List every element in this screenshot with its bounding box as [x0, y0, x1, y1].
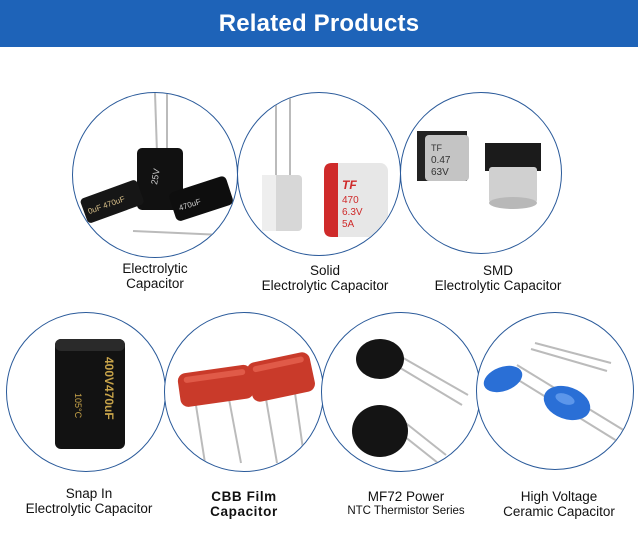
electrolytic-capacitor-image: 25V 0uF 470uF 470uF: [80, 93, 233, 236]
solid-capacitor-image: TF 470 6.3V 5A: [262, 93, 388, 237]
smd-capacitor-image: TF 0.47 63V: [417, 131, 541, 209]
svg-text:TF: TF: [342, 178, 357, 192]
product-label: Electrolytic Capacitor: [122, 261, 188, 291]
product-label: Solid Electrolytic Capacitor: [261, 263, 389, 293]
product-label: High Voltage Ceramic Capacitor: [503, 489, 615, 519]
product-image-circle: 25V 0uF 470uF 470uF: [72, 92, 238, 258]
product-label: CBB Film Capacitor: [210, 489, 278, 519]
svg-text:5A: 5A: [342, 219, 355, 230]
section-title: Related Products: [218, 9, 420, 37]
cbb-film-capacitor-image: [177, 352, 315, 464]
product-image-circle: [321, 312, 481, 472]
product-image-circle: [476, 312, 634, 470]
product-label: MF72 Power NTC Thermistor Series: [347, 489, 465, 517]
svg-text:25V: 25V: [149, 168, 162, 186]
svg-text:TF: TF: [431, 143, 442, 153]
section-header: Related Products: [0, 0, 638, 47]
ceramic-capacitor-image: [483, 342, 626, 442]
svg-text:0.47: 0.47: [431, 155, 451, 166]
product-image-circle: 400V470uF 105°C: [6, 312, 166, 472]
product-label: SMD Electrolytic Capacitor: [434, 263, 562, 293]
product-image-circle: TF 0.47 63V: [400, 92, 562, 254]
svg-text:6.3V: 6.3V: [342, 207, 363, 218]
svg-text:400V470uF: 400V470uF: [102, 357, 116, 420]
svg-text:470: 470: [342, 195, 359, 206]
ntc-thermistor-image: [352, 339, 469, 464]
svg-text:63V: 63V: [431, 167, 449, 178]
product-label: Snap In Electrolytic Capacitor: [25, 486, 153, 516]
product-image-circle: TF 470 6.3V 5A: [237, 92, 401, 256]
svg-text:105°C: 105°C: [73, 393, 83, 419]
product-image-circle: [164, 312, 324, 472]
snap-in-capacitor-image: 400V470uF 105°C: [55, 339, 125, 449]
